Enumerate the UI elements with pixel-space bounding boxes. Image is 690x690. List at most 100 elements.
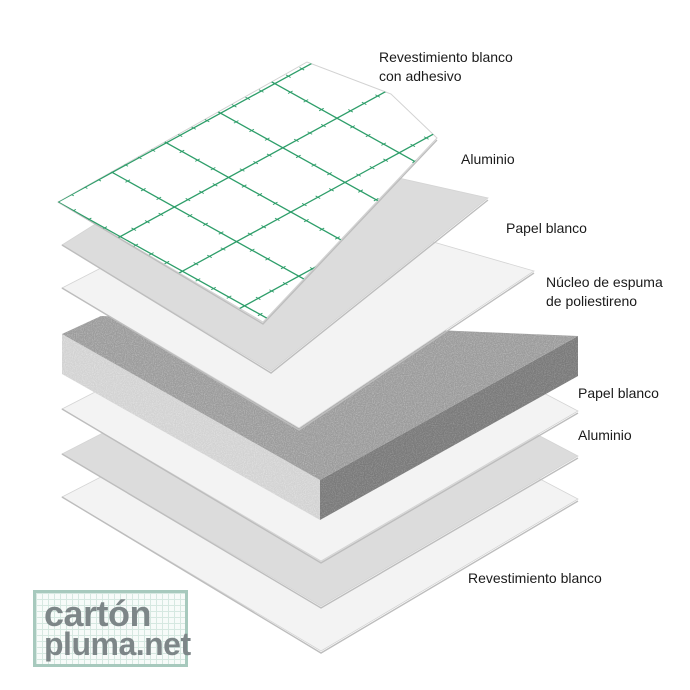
grid-tick bbox=[516, 292, 521, 295]
grid-tick bbox=[202, 102, 208, 107]
grid-tick bbox=[274, 217, 280, 222]
grid-tick bbox=[570, 263, 575, 266]
grid-tick bbox=[611, 241, 616, 244]
grid-tick bbox=[282, 281, 288, 286]
grid-tick bbox=[560, 183, 565, 185]
grid-tick bbox=[231, 104, 237, 108]
grid-tick bbox=[624, 233, 629, 236]
grid-tick bbox=[295, 154, 301, 159]
grid-tick bbox=[342, 180, 348, 185]
grid-tick bbox=[576, 191, 581, 193]
grid-tick bbox=[94, 162, 100, 166]
grid-tick bbox=[607, 208, 612, 210]
grid-tick bbox=[354, 38, 359, 41]
grid-tick bbox=[410, 143, 416, 148]
grid-tick bbox=[131, 227, 137, 231]
grid-tick bbox=[589, 184, 594, 187]
grid-tick bbox=[25, 183, 30, 185]
grid-tick bbox=[473, 179, 478, 182]
grid-tick bbox=[257, 193, 263, 197]
grid-tick bbox=[535, 213, 540, 216]
grid-tick bbox=[303, 99, 309, 103]
grid-tick bbox=[396, 151, 402, 155]
grid-tick bbox=[506, 212, 511, 214]
grid-tick bbox=[475, 315, 480, 317]
grid-tick bbox=[285, 74, 291, 78]
grid-tick bbox=[529, 165, 534, 167]
foam-side-texture bbox=[320, 336, 578, 520]
grid-tick bbox=[404, 95, 410, 99]
adhesive-sheet-face bbox=[56, 61, 438, 323]
grid-tick bbox=[423, 136, 429, 140]
grid-tick bbox=[210, 167, 216, 171]
grid-tick bbox=[187, 214, 193, 218]
grid-tick bbox=[584, 255, 589, 258]
grid-tick bbox=[133, 243, 139, 247]
grid-tick bbox=[568, 127, 573, 130]
adhesive-sheet-edge bbox=[57, 139, 438, 325]
grid-tick bbox=[311, 44, 316, 46]
grid-tick bbox=[233, 120, 239, 124]
grid-tick bbox=[438, 129, 443, 132]
grid-tick bbox=[465, 115, 470, 118]
grid-tick bbox=[568, 247, 573, 249]
grid-tick bbox=[318, 107, 324, 112]
grid-tick bbox=[481, 243, 486, 246]
grid-tick bbox=[42, 208, 47, 211]
grid-tick bbox=[502, 300, 507, 303]
grid-tick bbox=[459, 186, 464, 188]
grid-tick bbox=[218, 231, 224, 235]
grid-tick bbox=[185, 197, 191, 202]
grid-tick bbox=[369, 165, 375, 170]
grid-tick bbox=[451, 122, 456, 125]
grid-tick bbox=[319, 227, 325, 231]
grid-tick bbox=[148, 132, 154, 136]
grid-tick bbox=[584, 255, 589, 257]
grid-tick bbox=[280, 146, 286, 150]
grid-tick bbox=[179, 149, 185, 154]
grid-tick bbox=[616, 169, 621, 172]
grid-tick bbox=[195, 278, 201, 282]
grid-tick bbox=[388, 86, 394, 91]
grid-tick bbox=[29, 216, 34, 219]
grid-tick bbox=[171, 85, 177, 89]
grid-tick bbox=[490, 203, 495, 205]
grid-tick bbox=[256, 73, 262, 77]
grid-tick bbox=[247, 232, 253, 236]
grid-tick bbox=[328, 188, 334, 192]
grid-tick bbox=[451, 122, 456, 124]
grid-tick bbox=[373, 198, 379, 202]
grid-tick bbox=[678, 204, 683, 207]
grid-tick bbox=[171, 205, 177, 209]
grid-tick bbox=[207, 254, 212, 259]
grid-tick bbox=[361, 101, 367, 106]
grid-tick bbox=[191, 126, 196, 130]
grid-tick bbox=[125, 179, 131, 183]
grid-tick bbox=[419, 104, 425, 108]
grid-tick bbox=[529, 285, 534, 287]
grid-tick bbox=[576, 191, 581, 194]
grid-tick bbox=[239, 168, 245, 172]
grid-tick bbox=[527, 149, 532, 152]
grid-tick bbox=[288, 210, 294, 214]
grid-tick bbox=[482, 139, 487, 141]
grid-tick bbox=[381, 142, 387, 146]
grid-tick bbox=[158, 212, 164, 217]
grid-tick bbox=[140, 188, 146, 192]
grid-tick bbox=[367, 31, 372, 34]
grid-tick bbox=[475, 315, 480, 318]
grid-tick bbox=[388, 86, 394, 91]
grid-tick bbox=[195, 158, 200, 162]
grid-tick bbox=[187, 94, 192, 98]
grid-tick bbox=[218, 111, 224, 115]
grid-tick bbox=[257, 312, 263, 317]
grid-tick bbox=[220, 247, 226, 251]
label-paper-bottom: Papel blanco bbox=[578, 385, 659, 401]
grid-tick bbox=[591, 200, 596, 202]
grid-tick bbox=[342, 62, 348, 65]
grid-tick bbox=[155, 76, 161, 81]
grid-tick bbox=[334, 116, 340, 120]
cartonpluma-logo: cartón pluma.net bbox=[33, 590, 191, 667]
label-aluminium-top: Aluminio bbox=[461, 151, 515, 167]
